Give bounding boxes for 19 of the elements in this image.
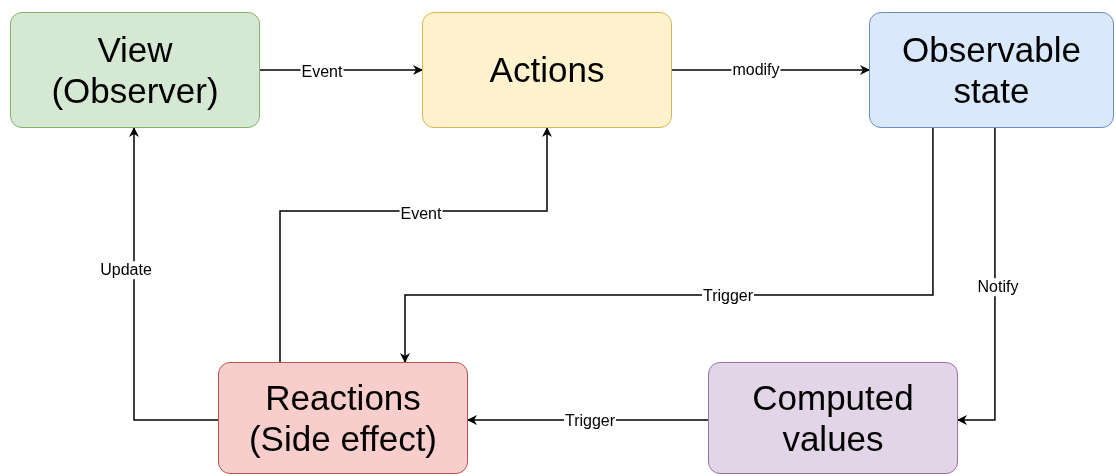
arrow (279, 127, 552, 363)
edge-label: Trigger (563, 412, 617, 430)
edge-label: modify (731, 61, 781, 79)
edge-label: Trigger (701, 287, 755, 305)
box-label: Actions (489, 49, 605, 91)
edge-label: Update (99, 261, 153, 279)
process-box (869, 12, 1114, 128)
box-label: Computed values (751, 376, 915, 460)
process-box (422, 12, 672, 128)
box-label: Observable state (901, 28, 1082, 112)
edge-label: Notify (976, 278, 1020, 296)
process-box (10, 12, 260, 128)
arrow (129, 127, 219, 421)
process-box (218, 362, 468, 474)
box-label: View (Observer) (50, 28, 220, 112)
box-label: Reactions (Side effect) (247, 376, 439, 460)
arrow (957, 127, 996, 425)
process-box (708, 362, 958, 474)
arrow (400, 127, 934, 363)
